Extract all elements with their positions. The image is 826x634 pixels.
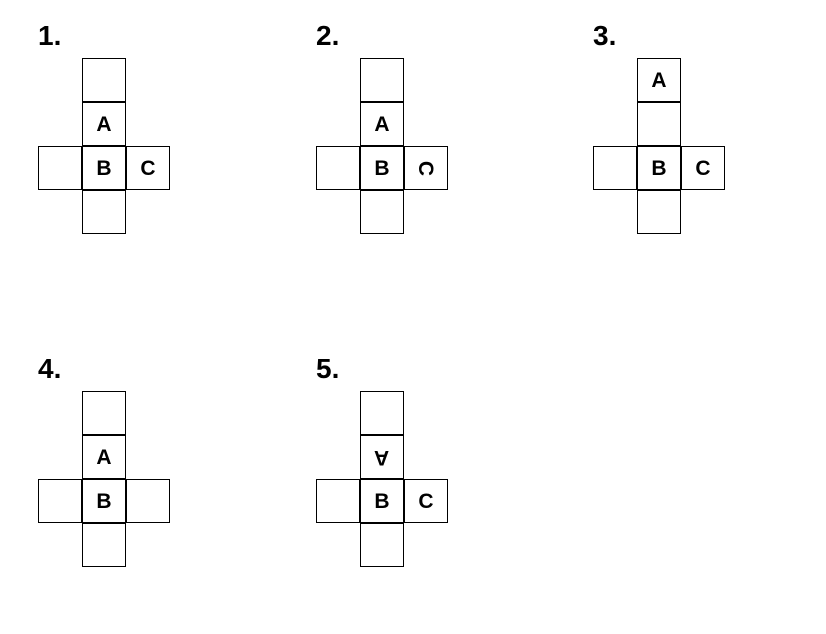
cell-letter: A [651, 68, 667, 92]
net-cell-right: C [404, 146, 448, 190]
net-cell-center: B [360, 479, 404, 523]
net-cell-upper-middle: A [360, 102, 404, 146]
cube-net-5: 5. A B C [316, 355, 456, 585]
cube-net-4: 4. A B [38, 355, 178, 585]
net-cell-center: B [360, 146, 404, 190]
net-cell-right: C [404, 479, 448, 523]
net-cell-upper-middle: A [82, 435, 126, 479]
net-cell-top [82, 391, 126, 435]
cell-letter: C [140, 156, 156, 180]
net-cell-upper-middle: A [360, 435, 404, 479]
net-cell-right: C [126, 146, 170, 190]
net-cell-left [316, 146, 360, 190]
cell-letter: B [374, 156, 390, 180]
net-cell-top [360, 391, 404, 435]
net-cell-bottom [360, 190, 404, 234]
net-number: 4. [38, 353, 62, 384]
cell-letter: C [695, 156, 711, 180]
net-cell-upper-middle [637, 102, 681, 146]
net-cell-bottom [82, 523, 126, 567]
net-cell-center: B [637, 146, 681, 190]
cell-letter: B [651, 156, 667, 180]
net-cell-center: B [82, 146, 126, 190]
cell-letter: C [414, 160, 438, 176]
cell-letter: B [96, 156, 112, 180]
net-cell-left [316, 479, 360, 523]
net-cell-top: A [637, 58, 681, 102]
cell-letter: B [96, 489, 112, 513]
net-cell-right: C [681, 146, 725, 190]
cell-letter: A [374, 112, 390, 136]
cell-letter: A [374, 445, 390, 469]
net-cell-left [38, 146, 82, 190]
net-cell-top [82, 58, 126, 102]
cell-letter: A [96, 112, 112, 136]
net-cell-bottom [82, 190, 126, 234]
net-cell-center: B [82, 479, 126, 523]
net-cell-left [38, 479, 82, 523]
net-cell-bottom [637, 190, 681, 234]
net-cell-right [126, 479, 170, 523]
cell-letter: A [96, 445, 112, 469]
net-cell-left [593, 146, 637, 190]
cube-net-2: 2. A B C [316, 22, 456, 252]
net-number: 5. [316, 353, 340, 384]
cell-letter: B [374, 489, 390, 513]
net-cell-upper-middle: A [82, 102, 126, 146]
net-number: 1. [38, 20, 62, 51]
net-cell-top [360, 58, 404, 102]
net-cell-bottom [360, 523, 404, 567]
cell-letter: C [418, 489, 434, 513]
net-number: 3. [593, 20, 617, 51]
cube-net-3: 3. A B C [593, 22, 733, 252]
net-number: 2. [316, 20, 340, 51]
cube-net-1: 1. A B C [38, 22, 178, 252]
